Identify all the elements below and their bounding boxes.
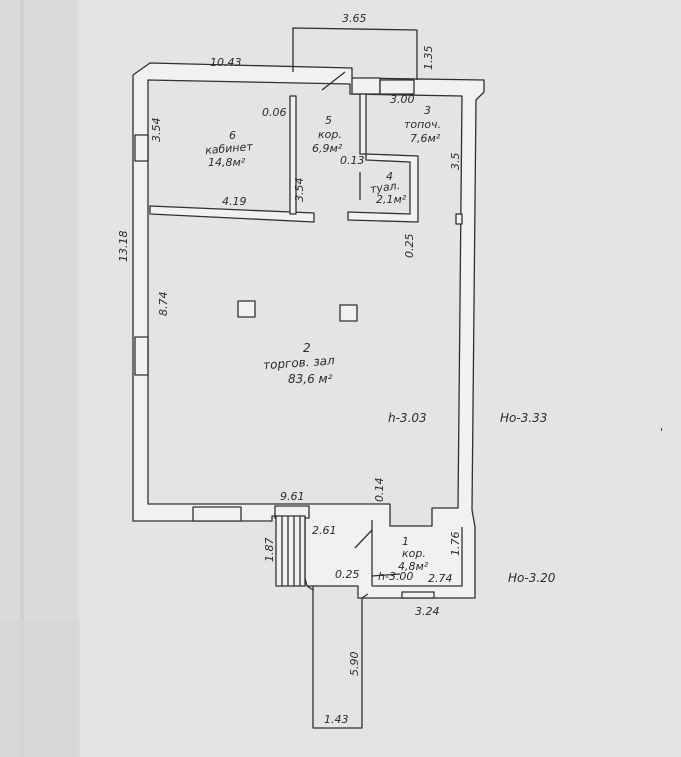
dim-annex-depth: 1.35 bbox=[422, 46, 435, 71]
partition-cabinet bbox=[149, 205, 315, 223]
room-1-number: 1 bbox=[402, 535, 409, 548]
room-5-name: кор. bbox=[318, 128, 342, 141]
annex-door-swing bbox=[321, 71, 346, 91]
room-1-name: кор. bbox=[402, 547, 426, 560]
room-6-number: 6 bbox=[229, 129, 236, 142]
window-south-left bbox=[192, 506, 242, 522]
height-labels: h-3.03 Ho-3.33 h-3.00 Ho-3.20 bbox=[378, 411, 556, 585]
south-annex bbox=[312, 586, 363, 729]
room-3-number: 3 bbox=[424, 104, 431, 117]
dim-toilet-wall: 0.13 bbox=[340, 154, 365, 167]
dim-boiler-width: 3.00 bbox=[390, 93, 415, 106]
dimension-labels: 3.65 1.35 10.43 3.00 0.06 3.54 3.5 0.13 … bbox=[117, 12, 462, 726]
dim-corridor1-depth: 1.76 bbox=[449, 532, 462, 557]
dim-toilet-gap: 0.25 bbox=[403, 234, 416, 259]
room-2-area: 83,6 м² bbox=[288, 372, 333, 386]
partition-corridor-boiler bbox=[359, 93, 367, 155]
entrance-door-leaf bbox=[354, 529, 373, 549]
window-west-top bbox=[134, 134, 149, 162]
dim-total-length: 13.18 bbox=[117, 231, 130, 263]
dim-south-annex-width: 1.43 bbox=[324, 713, 349, 726]
room-6-area: 14,8м² bbox=[208, 156, 246, 169]
room-5-number: 5 bbox=[325, 114, 332, 127]
entrance-window bbox=[401, 591, 435, 599]
room-5-area: 6,9м² bbox=[312, 142, 343, 155]
dim-boiler-depth: 3.5 bbox=[449, 153, 462, 171]
dim-wall-thin: 0.06 bbox=[262, 106, 287, 119]
dim-corridor1-width: 2.74 bbox=[428, 572, 453, 585]
room-1-area: 4,8м² bbox=[398, 560, 429, 573]
room-4-name: туал. bbox=[369, 179, 401, 196]
room-3-area: 7,6м² bbox=[410, 132, 441, 145]
entrance-door-leaf-2 bbox=[371, 573, 401, 577]
height-hall: h-3.03 bbox=[388, 411, 427, 425]
room-4-area: 2,1м² bbox=[376, 193, 407, 206]
window-west-mid bbox=[134, 336, 149, 376]
entrance-corridor-inner bbox=[372, 527, 463, 587]
window-top-right bbox=[351, 77, 381, 95]
window-top-right-2 bbox=[379, 79, 415, 95]
dim-partition-length: 4.19 bbox=[222, 195, 247, 208]
height-corridor1: h-3.00 bbox=[378, 570, 413, 583]
north-annex bbox=[292, 27, 418, 80]
height-outer-entrance: Ho-3.20 bbox=[508, 571, 556, 585]
south-annex-edge-2 bbox=[361, 593, 369, 599]
toilet-walls bbox=[347, 153, 419, 223]
east-wall-notch bbox=[455, 213, 463, 225]
dim-corridor1-outer: 3.24 bbox=[415, 605, 440, 618]
room-4-number: 4 bbox=[386, 170, 393, 183]
dim-south-annex-length: 5.90 bbox=[348, 652, 361, 677]
column-left bbox=[237, 300, 256, 318]
south-annex-edge bbox=[306, 585, 314, 591]
dim-corridor1-wall: 0.25 bbox=[335, 568, 360, 581]
room-labels: 6 кабинет 14,8м² 5 кор. 6,9м² 3 топоч. 7… bbox=[205, 104, 441, 573]
paper-left-shade bbox=[20, 0, 24, 757]
dim-hall-length: 8.74 bbox=[157, 292, 170, 317]
room-2-number: 2 bbox=[303, 341, 311, 355]
dim-porch-width: 2.61 bbox=[312, 524, 337, 537]
exterior-stairs bbox=[275, 515, 306, 587]
dim-door-jamb: 0.14 bbox=[373, 478, 386, 503]
height-outer-hall: Ho-3.33 bbox=[500, 411, 547, 425]
room-6-name: кабинет bbox=[205, 140, 254, 157]
partition-cabinet-corridor bbox=[289, 95, 297, 215]
column-right bbox=[339, 304, 358, 322]
dim-corridor-depth: 3.54 bbox=[293, 178, 306, 203]
dim-stairs-length: 1.87 bbox=[263, 538, 276, 563]
stray-mark: ' bbox=[660, 426, 663, 439]
room-3-name: топоч. bbox=[404, 118, 441, 131]
paper-bottom-left bbox=[0, 620, 80, 757]
dim-annex-width: 3.65 bbox=[342, 12, 367, 25]
dim-north-wall: 10.43 bbox=[210, 56, 242, 69]
room-2-name: торгов. зал bbox=[263, 353, 336, 372]
dim-hall-width: 9.61 bbox=[280, 490, 305, 503]
dim-cabinet-depth: 3.54 bbox=[150, 118, 163, 143]
